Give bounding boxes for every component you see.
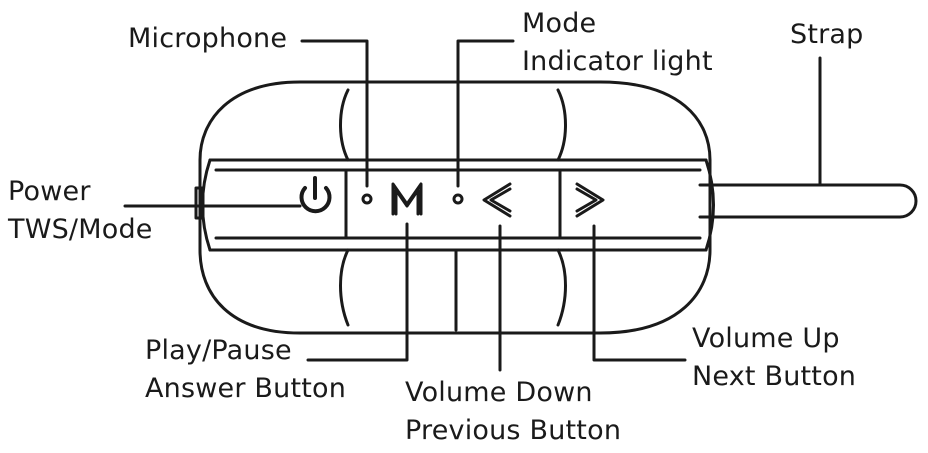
strap xyxy=(698,183,918,219)
speaker-body xyxy=(198,80,712,335)
callout-mode-indicator: Mode Indicator light xyxy=(522,5,713,81)
callout-power-line1: Power xyxy=(8,176,91,207)
leader-microphone xyxy=(300,39,369,188)
callout-strap-line1: Strap xyxy=(790,19,864,50)
callout-volume-up-line2: Next Button xyxy=(692,361,857,392)
callout-volume-down-line2: Previous Button xyxy=(405,415,622,446)
volume-up-glyph xyxy=(575,182,605,218)
right-panel-seam-top xyxy=(556,88,567,162)
volume-down-glyph xyxy=(482,182,512,218)
callout-volume-up-line1: Volume Up xyxy=(692,323,840,354)
left-panel-seam-bottom xyxy=(339,248,350,327)
callout-play-pause-line2: Answer Button xyxy=(145,373,347,404)
leader-mode-indicator xyxy=(456,39,515,188)
callout-strap: Strap xyxy=(790,16,864,54)
right-panel-seam-bottom xyxy=(556,248,567,327)
callout-mode-indicator-line2: Indicator light xyxy=(522,46,713,77)
callout-play-pause-line1: Play/Pause xyxy=(145,335,292,366)
band-right-cap xyxy=(704,158,715,252)
callout-power-line2: TWS/Mode xyxy=(8,214,153,245)
mode-indicator-light xyxy=(452,193,464,205)
callout-volume-down: Volume Down Previous Button xyxy=(405,374,621,450)
microphone-hole xyxy=(361,193,373,205)
left-panel-seam-top xyxy=(339,88,350,162)
callout-volume-up: Volume Up Next Button xyxy=(692,320,856,396)
mode-button-glyph xyxy=(391,182,423,216)
leader-volume-up xyxy=(592,224,687,362)
power-icon xyxy=(299,176,332,214)
callout-microphone-line1: Microphone xyxy=(128,23,288,54)
side-port xyxy=(194,186,205,220)
callout-mode-indicator-line1: Mode xyxy=(522,8,597,39)
callout-volume-down-line1: Volume Down xyxy=(405,377,593,408)
callout-play-pause: Play/Pause Answer Button xyxy=(145,332,346,408)
leader-play-pause xyxy=(306,222,409,362)
callout-microphone: Microphone xyxy=(128,20,287,58)
callout-power: Power TWS/Mode xyxy=(8,173,153,249)
